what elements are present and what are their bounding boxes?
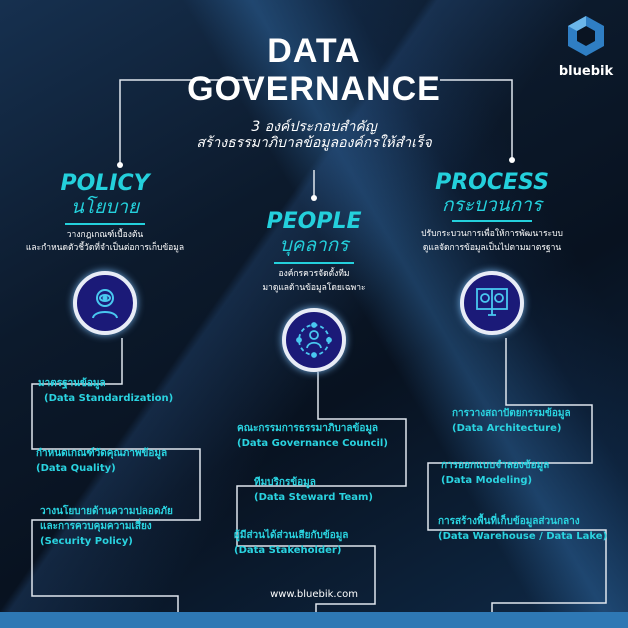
policy-connector <box>31 338 201 612</box>
policy-top-connector <box>119 79 255 165</box>
subtitle-line2: สร้างธรรมาภิบาลข้อมูลองค์กรให้สำเร็จ <box>196 135 432 151</box>
title-line1: DATA <box>267 32 361 70</box>
policy-desc2: และกำหนดตัวชี้วัดที่จำเป็นต่อการเก็บข้อม… <box>25 243 185 253</box>
item-en: (Data Architecture) <box>452 423 562 434</box>
item-en: (Data Standardization) <box>44 393 174 404</box>
process-underline <box>452 220 532 222</box>
policy-item-3: วางนโยบายด้านความปลอดภัยและการควบคุมความ… <box>40 504 173 549</box>
people-desc2: มาดูแลด้านข้อมูลโดยเฉพาะ <box>262 283 366 293</box>
bluebik-logo <box>566 14 606 62</box>
item-th: ทีมบริกรข้อมูล <box>254 477 316 488</box>
item-th: ผู้มีส่วนได้ส่วนเสียกับข้อมูล <box>234 530 349 541</box>
process-title-th: กระบวนการ <box>441 194 543 216</box>
policy-desc1: วางกฎเกณฑ์เบื้องต้น <box>66 230 144 240</box>
process-item-1: การวางสถาปัตยกรรมข้อมูล (Data Architectur… <box>452 406 571 436</box>
item-en: (Security Policy) <box>40 536 133 547</box>
people-underline <box>274 262 354 264</box>
item-th: การสร้างพื้นที่เก็บข้อมูลส่วนกลาง <box>438 516 580 527</box>
people-title-th: บุคลากร <box>279 234 349 256</box>
process-item-3: การสร้างพื้นที่เก็บข้อมูลส่วนกลาง (Data W… <box>438 514 607 544</box>
item-en: (Data Modeling) <box>441 475 533 486</box>
people-connector <box>236 372 407 622</box>
item-en: (Data Governance Council) <box>237 438 388 449</box>
item-th: การวางสถาปัตยกรรมข้อมูล <box>452 408 571 419</box>
process-title: PROCESS <box>435 170 549 195</box>
policy-title-th: นโยบาย <box>70 196 140 218</box>
website-link[interactable]: www.bluebik.com <box>270 589 358 600</box>
people-desc1: องค์กรควรจัดตั้งทีม <box>278 269 350 279</box>
item-th: การออกแบบจำลองข้อมูล <box>441 460 550 471</box>
item-th: วางนโยบายด้านความปลอดภัย <box>40 506 173 517</box>
process-connector <box>427 338 607 612</box>
policy-underline <box>65 223 145 225</box>
people-item-2: ทีมบริกรข้อมูล (Data Steward Team) <box>254 475 373 505</box>
logo-text: bluebik <box>558 64 614 79</box>
item-th: กำหนดเกณฑ์วัดคุณภาพข้อมูล <box>36 448 168 459</box>
item-th: และการควบคุมความเสี่ยง <box>40 521 152 532</box>
item-en: (Data Warehouse / Data Lake) <box>438 531 608 542</box>
title-line2: GOVERNANCE <box>187 70 441 108</box>
process-item-2: การออกแบบจำลองข้อมูล (Data Modeling) <box>441 458 549 488</box>
monitor-ab-icon <box>460 271 524 335</box>
people-title: PEOPLE <box>266 209 362 234</box>
item-en: (Data Steward Team) <box>254 492 373 503</box>
policy-item-1: มาตรฐานข้อมูล (Data Standardization) <box>38 376 173 406</box>
item-th: คณะกรรมการธรรมาภิบาลข้อมูล <box>237 423 379 434</box>
policy-item-2: กำหนดเกณฑ์วัดคุณภาพข้อมูล (Data Quality) <box>36 446 167 476</box>
people-item-1: คณะกรรมการธรรมาภิบาลข้อมูล (Data Governan… <box>237 421 388 451</box>
process-desc2: ดูแลจัดการข้อมูลเป็นไปตามมาตรฐาน <box>422 243 562 253</box>
subtitle-line1: 3 องค์ประกอบสำคัญ <box>251 119 377 135</box>
policy-title: POLICY <box>60 171 150 196</box>
eye-person-icon <box>73 271 137 335</box>
item-en: (Data Quality) <box>36 463 116 474</box>
item-en: (Data Stakeholder) <box>234 545 342 556</box>
person-network-icon <box>282 308 346 372</box>
process-top-connector <box>440 79 513 160</box>
bottom-bar <box>0 612 628 628</box>
logo-icon <box>568 16 604 56</box>
item-th: มาตรฐานข้อมูล <box>38 378 106 389</box>
process-desc1: ปรับกระบวนการเพื่อให้การพัฒนาระบบ <box>421 229 563 239</box>
people-item-3: ผู้มีส่วนได้ส่วนเสียกับข้อมูล (Data Stake… <box>234 528 348 558</box>
